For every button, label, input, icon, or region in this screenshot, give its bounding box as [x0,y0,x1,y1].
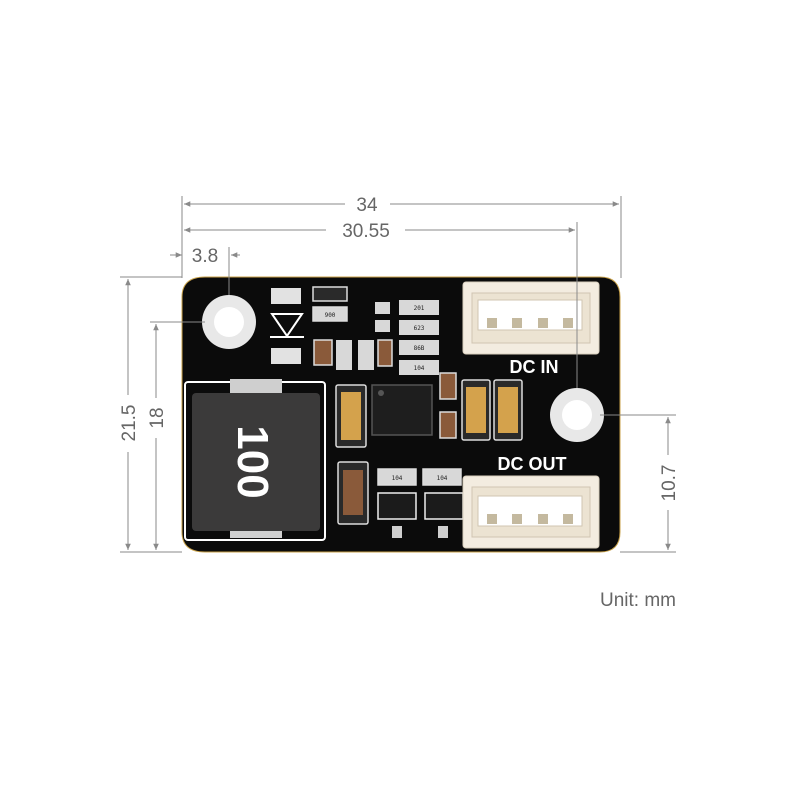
unit-label: Unit: mm [600,590,676,611]
inductor-pad-top [230,379,282,394]
small-caps-column [439,372,457,439]
capacitor-left [335,384,367,448]
resistor-code-623: 623 [414,325,425,332]
dc-out-connector [462,475,600,549]
dc-out-label: DC OUT [498,454,567,474]
dimension-label-34: 34 [356,195,378,216]
dimension-overall-height: 21.5 [119,276,182,553]
capacitor-pair [461,379,523,441]
regulator-ic [371,384,433,436]
dimension-label-3-8: 3.8 [192,246,218,267]
resistor-code-201: 201 [414,305,425,312]
dimension-hole-height: 18 [147,321,205,550]
diode-silk [270,288,304,364]
mounting-hole-right [550,388,604,442]
resistor-code-104-c: 104 [437,475,448,482]
resistor-code-86b: 86B [414,345,425,352]
dimension-label-30-55: 30.55 [342,221,390,242]
capacitor-mid-left [337,461,369,525]
inductor-marking: 100 [228,425,277,498]
dimension-connector-height: 10.7 [600,414,680,553]
dimension-label-18: 18 [147,407,168,428]
small-caps-row [313,339,393,370]
resistor-code-104: 104 [414,365,425,372]
resistor-group-bottom: 104 104 [377,468,462,486]
dimension-label-21-5: 21.5 [119,405,140,442]
dc-in-connector [462,281,600,355]
inductor [192,393,320,531]
dimension-hole-width: 30.55 [184,221,578,388]
resistor-group-top: 900 [312,286,390,332]
resistor-code-104-b: 104 [392,475,403,482]
dimension-hole-offset: 3.8 [170,246,240,295]
dc-in-label: DC IN [510,357,559,377]
pcb-board: 100 900 201 623 86B 104 [181,276,621,553]
dimension-overall-width: 34 [181,195,622,278]
resistor-code-900: 900 [325,312,336,319]
mounting-hole-top-left [202,295,256,349]
dimension-label-10-7: 10.7 [659,465,680,502]
transistors [377,492,464,538]
resistor-array: 201 623 86B 104 [399,300,439,375]
